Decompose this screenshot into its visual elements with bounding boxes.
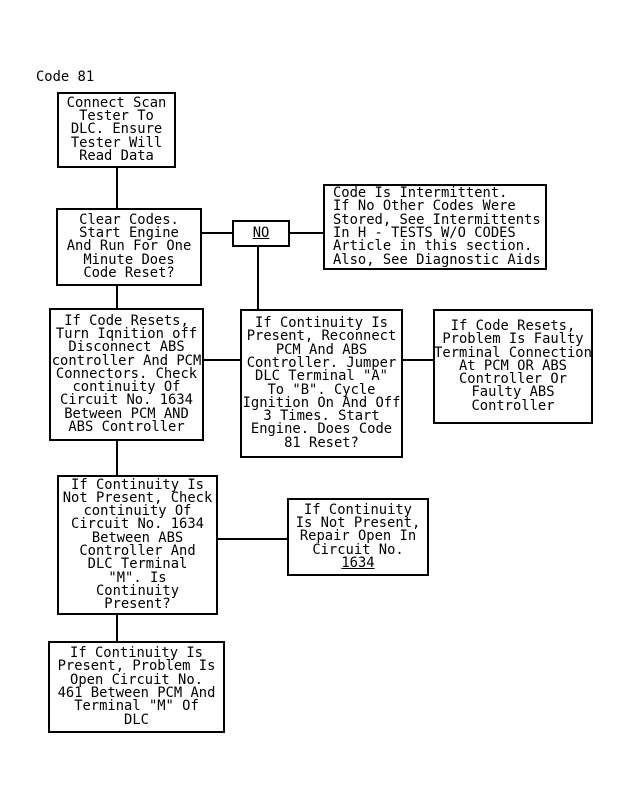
flowchart-box-faulty-terminal: If Code Resets, Problem Is Faulty Termin… xyxy=(433,309,593,424)
text-line: Ignition On And Off xyxy=(242,394,401,411)
text-line: Circuit No. xyxy=(312,541,404,558)
text-line: "M". Is xyxy=(108,569,167,586)
flowchart-box-connect-scan-tester: Connect Scan Tester To DLC. Ensure Teste… xyxy=(57,92,176,168)
text-line: 461 Between PCM And xyxy=(57,685,216,701)
no-label: NO xyxy=(252,224,270,241)
text-line: Problem Is Faulty xyxy=(442,331,584,348)
connector-clear-to-no xyxy=(201,232,232,234)
flowchart-box-no-label: NO xyxy=(232,220,290,247)
text-line: If Continuity Is xyxy=(71,476,204,493)
flowchart-box-open-circuit-461: If Continuity Is Present, Problem Is Ope… xyxy=(48,641,225,733)
text-line: 81 Reset? xyxy=(284,434,359,451)
text-line: Clear Codes. xyxy=(79,211,179,228)
text-line: Turn Iqnition off xyxy=(55,325,198,342)
text-line: Not Present, Check xyxy=(62,489,213,506)
text-line: Disconnect ABS xyxy=(68,339,185,356)
text-line: Between PCM AND xyxy=(64,405,189,422)
text-line: DLC. Ensure xyxy=(70,121,163,138)
connector-check-1634-to-open-461 xyxy=(116,615,118,641)
text-line: If Continuity xyxy=(304,501,412,518)
text-line: Controller xyxy=(471,397,555,414)
connector-reconnect-to-faulty-terminal xyxy=(403,359,433,361)
connector-code-resets-to-reconnect xyxy=(204,359,240,361)
text-line: Engine. Does Code xyxy=(250,421,393,438)
text-line: Minute Does xyxy=(83,251,175,268)
text-line: If Code Resets, xyxy=(450,317,576,334)
text-line: Present, Reconnect xyxy=(246,328,397,345)
text-line: Article in this section. xyxy=(333,238,533,255)
flowchart-box-clear-codes: Clear Codes. Start Engine And Run For On… xyxy=(56,208,202,286)
connector-no-to-intermittent xyxy=(290,232,323,234)
text-line: Read Data xyxy=(79,147,154,164)
text-line: Present, Problem Is xyxy=(57,658,216,675)
connector-code-resets-to-check-1634 xyxy=(116,441,118,475)
chart-title: Code 81 xyxy=(36,69,95,85)
text-line: Terminal Connection xyxy=(434,344,592,361)
connector-check-1634-to-repair xyxy=(218,538,287,540)
text-line: DLC Terminal xyxy=(87,556,188,573)
connector-no-to-reconnect xyxy=(257,247,259,309)
text-line: If Code Resets, xyxy=(64,312,189,329)
text-line: Open Circuit No. xyxy=(70,671,203,688)
text-line: Stored, See Intermittents xyxy=(333,211,541,228)
text-line: Code Reset? xyxy=(83,264,175,281)
flowchart-box-code-resets-check-1634: If Code Resets, Turn Iqnition off Discon… xyxy=(49,308,204,441)
text-line: Tester Will xyxy=(70,134,163,151)
text-line: In H - TESTS W/O CODES xyxy=(333,225,516,241)
text-line: If Continuity Is xyxy=(255,315,388,332)
text-line: If Continuity Is xyxy=(70,645,203,662)
text-line: Also, See Diagnostic Aids xyxy=(333,251,541,268)
text-line: PCM And ABS xyxy=(275,341,368,358)
text-line: continuity Of xyxy=(83,503,192,520)
text-line: Faulty ABS xyxy=(471,384,555,401)
text-line: Start Engine xyxy=(79,225,179,242)
text-line: Present? xyxy=(104,596,171,613)
flowchart-box-reconnect-jumper: If Continuity Is Present, Reconnect PCM … xyxy=(240,309,403,458)
text-line: Between ABS xyxy=(91,529,184,546)
text-line: 3 Times. Start xyxy=(263,408,380,425)
text-line: If No Other Codes Were xyxy=(333,198,516,215)
text-line: Connectors. Check xyxy=(55,365,198,382)
text-line: controller And PCM xyxy=(51,352,202,369)
flowchart-box-repair-open-1634: If Continuity Is Not Present, Repair Ope… xyxy=(287,498,429,576)
text-line: DLC Terminal "A" xyxy=(255,368,388,385)
text-line: Controller And xyxy=(79,543,196,559)
text-line-underlined: 1634 xyxy=(341,554,375,571)
text-line: Connect Scan xyxy=(66,94,167,111)
text-line: Repair Open In xyxy=(299,528,417,545)
connector-clear-to-code-resets xyxy=(116,286,118,308)
text-line: Controller. Jumper xyxy=(246,354,397,371)
flowchart-box-code-intermittent: Code Is Intermittent. If No Other Codes … xyxy=(323,184,547,270)
text-line: Continuity xyxy=(95,582,180,599)
text-line: continuity Of xyxy=(72,379,181,396)
text-line: Circuit No. 1634 xyxy=(71,516,204,533)
text-line: Controller Or xyxy=(459,371,567,388)
text-line: Code Is Intermittent. xyxy=(333,185,508,202)
text-line: At PCM OR ABS xyxy=(459,357,567,374)
flowchart-box-check-continuity-1634: If Continuity Is Not Present, Check cont… xyxy=(57,475,218,615)
text-line: ABS Controller xyxy=(68,419,185,436)
text-line: Terminal "M" Of xyxy=(74,698,199,715)
text-line: Tester To xyxy=(79,108,154,125)
text-line: DLC xyxy=(124,711,149,728)
text-line: Is Not Present, xyxy=(295,515,421,532)
text-line: Circuit No. 1634 xyxy=(60,392,193,409)
text-line: To "B". Cycle xyxy=(267,381,376,398)
text-line: And Run For One xyxy=(66,238,192,255)
connector-connect-to-clear xyxy=(116,168,118,208)
